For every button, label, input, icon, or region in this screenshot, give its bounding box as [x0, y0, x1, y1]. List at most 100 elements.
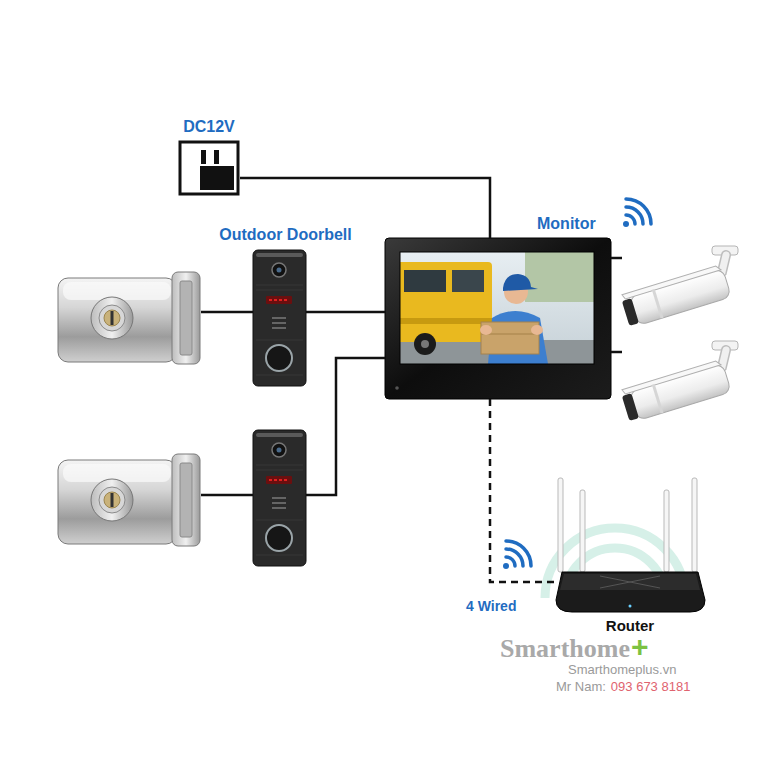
- doorbell-panel-illustration-part: [272, 263, 286, 277]
- cctv-camera-illustration-part-part: [652, 289, 664, 319]
- doorbell-panel-illustration-part: [266, 476, 292, 484]
- wifi-icon: [503, 541, 531, 569]
- monitor-illustration-part-part: [414, 333, 436, 355]
- cctv-camera-illustration-part-part: [622, 298, 639, 326]
- doorbell-panel-illustration-part: [277, 448, 282, 453]
- doorbell-panel-illustration-part: [253, 250, 306, 386]
- doorbell-panel-illustration-part: [256, 285, 303, 375]
- doorbell-panel-illustration-part: [269, 299, 289, 301]
- router-illustration-part: [629, 605, 632, 608]
- doorbell-panel-illustration-part: [256, 253, 303, 257]
- monitor-illustration: [385, 238, 611, 399]
- cctv-camera-illustration-part-part: [622, 393, 639, 421]
- power-socket-icon: [180, 142, 238, 194]
- doorbell-panel-illustration-part: [277, 268, 282, 273]
- doorbell-panel-illustration-part: [269, 479, 289, 481]
- monitor-illustration-part: [400, 252, 594, 364]
- door-lock-illustration-part: [91, 297, 133, 339]
- power-adapter: DC12V: [178, 140, 240, 196]
- doorbell-panel-illustration-part: [256, 433, 303, 437]
- door-lock-illustration-part: [111, 493, 114, 507]
- cable-label: 4 Wired: [466, 598, 516, 614]
- wifi-icon-part: [623, 221, 629, 227]
- cctv-camera-illustration-part-part: [622, 360, 721, 395]
- contact-name: Mr Nam:: [556, 680, 606, 695]
- wifi-icon-part: [626, 215, 635, 224]
- network-cable: [490, 399, 555, 582]
- doorbell-panel-illustration: [253, 430, 306, 566]
- power-socket-icon-part: [200, 166, 234, 190]
- wire: [201, 494, 253, 497]
- cctv-camera-illustration: [620, 246, 738, 328]
- cctv-camera-illustration-part-part: [652, 384, 664, 414]
- doorbell-panel-illustration-part: [272, 443, 286, 457]
- door-lock-illustration-part: [91, 479, 133, 521]
- wire: [306, 358, 385, 495]
- router-illustration: [556, 478, 705, 612]
- doorbell-panel-illustration-part: [272, 498, 286, 508]
- monitor-illustration-part-part: [400, 262, 492, 342]
- cctv-camera-illustration: [620, 341, 738, 423]
- doorbell-panel-illustration: [253, 250, 306, 386]
- wifi-icon-part: [506, 557, 515, 566]
- monitor-illustration-part-part: [531, 325, 543, 335]
- door-lock-illustration-part: [58, 460, 176, 544]
- wifi-icon-part: [506, 541, 531, 566]
- watermark-text: Smarthomeplus.vn: [568, 663, 676, 678]
- doorbell-panel: Outdoor Doorbell: [253, 250, 306, 386]
- router-illustration-part: [560, 574, 700, 590]
- router-illustration-part: [692, 478, 697, 572]
- door-lock-illustration: [58, 454, 200, 546]
- monitor-illustration-part-part: [400, 318, 492, 324]
- cctv-camera: [622, 243, 742, 335]
- monitor-illustration-part: [400, 252, 594, 364]
- power-socket-icon-part: [214, 150, 219, 164]
- monitor-illustration-part-part: [481, 322, 539, 354]
- monitor-illustration-part: [385, 238, 611, 399]
- monitor-illustration-part-part: [421, 340, 429, 348]
- cctv-camera-illustration-part: [620, 359, 731, 423]
- door-lock-illustration-part: [172, 454, 200, 546]
- watermark-text: Smarthome: [500, 634, 630, 664]
- door-lock-illustration-part: [172, 272, 200, 364]
- door-lock: [55, 268, 201, 366]
- wifi-icon-part: [626, 199, 651, 224]
- router-illustration-part: [580, 490, 585, 572]
- door-lock-illustration-part: [104, 310, 120, 326]
- wifi-router: Router: [555, 470, 705, 616]
- router-illustration-part: [664, 490, 669, 572]
- wifi-icon-part: [506, 549, 523, 566]
- doorbell-panel-illustration-part: [266, 345, 292, 371]
- door-lock-illustration-part: [99, 487, 125, 513]
- door-lock-illustration-part: [111, 311, 114, 325]
- watermark-text: +: [631, 630, 649, 665]
- router-illustration-part: [558, 478, 563, 572]
- doorbell-panel-illustration-part: [266, 525, 292, 551]
- doorbell-panel-illustration-part: [253, 430, 306, 566]
- wire: [611, 257, 622, 260]
- door-lock-illustration-part: [58, 278, 176, 362]
- door-lock-illustration: [58, 272, 200, 364]
- monitor-illustration-part-part: [503, 274, 538, 291]
- doorbell-panel-illustration-part: [256, 465, 303, 555]
- device-label: DC12V: [183, 118, 235, 136]
- wifi-icon-part: [626, 207, 643, 224]
- router-illustration-part: [556, 572, 705, 612]
- device-label: Monitor: [537, 215, 596, 233]
- monitor-illustration-part-part: [404, 270, 446, 292]
- door-lock-illustration-part: [180, 281, 192, 355]
- wire: [306, 311, 385, 314]
- door-lock-illustration-part: [104, 492, 120, 508]
- door-lock-illustration-part: [180, 463, 192, 537]
- wifi-icon: [623, 199, 651, 227]
- wire: [611, 351, 622, 354]
- indoor-monitor: Monitor: [385, 238, 611, 399]
- monitor-illustration-part-part: [452, 270, 484, 292]
- doorbell-panel-illustration-part: [272, 318, 286, 328]
- monitor-illustration-part-part: [480, 325, 492, 335]
- door-lock-illustration-part: [99, 305, 125, 331]
